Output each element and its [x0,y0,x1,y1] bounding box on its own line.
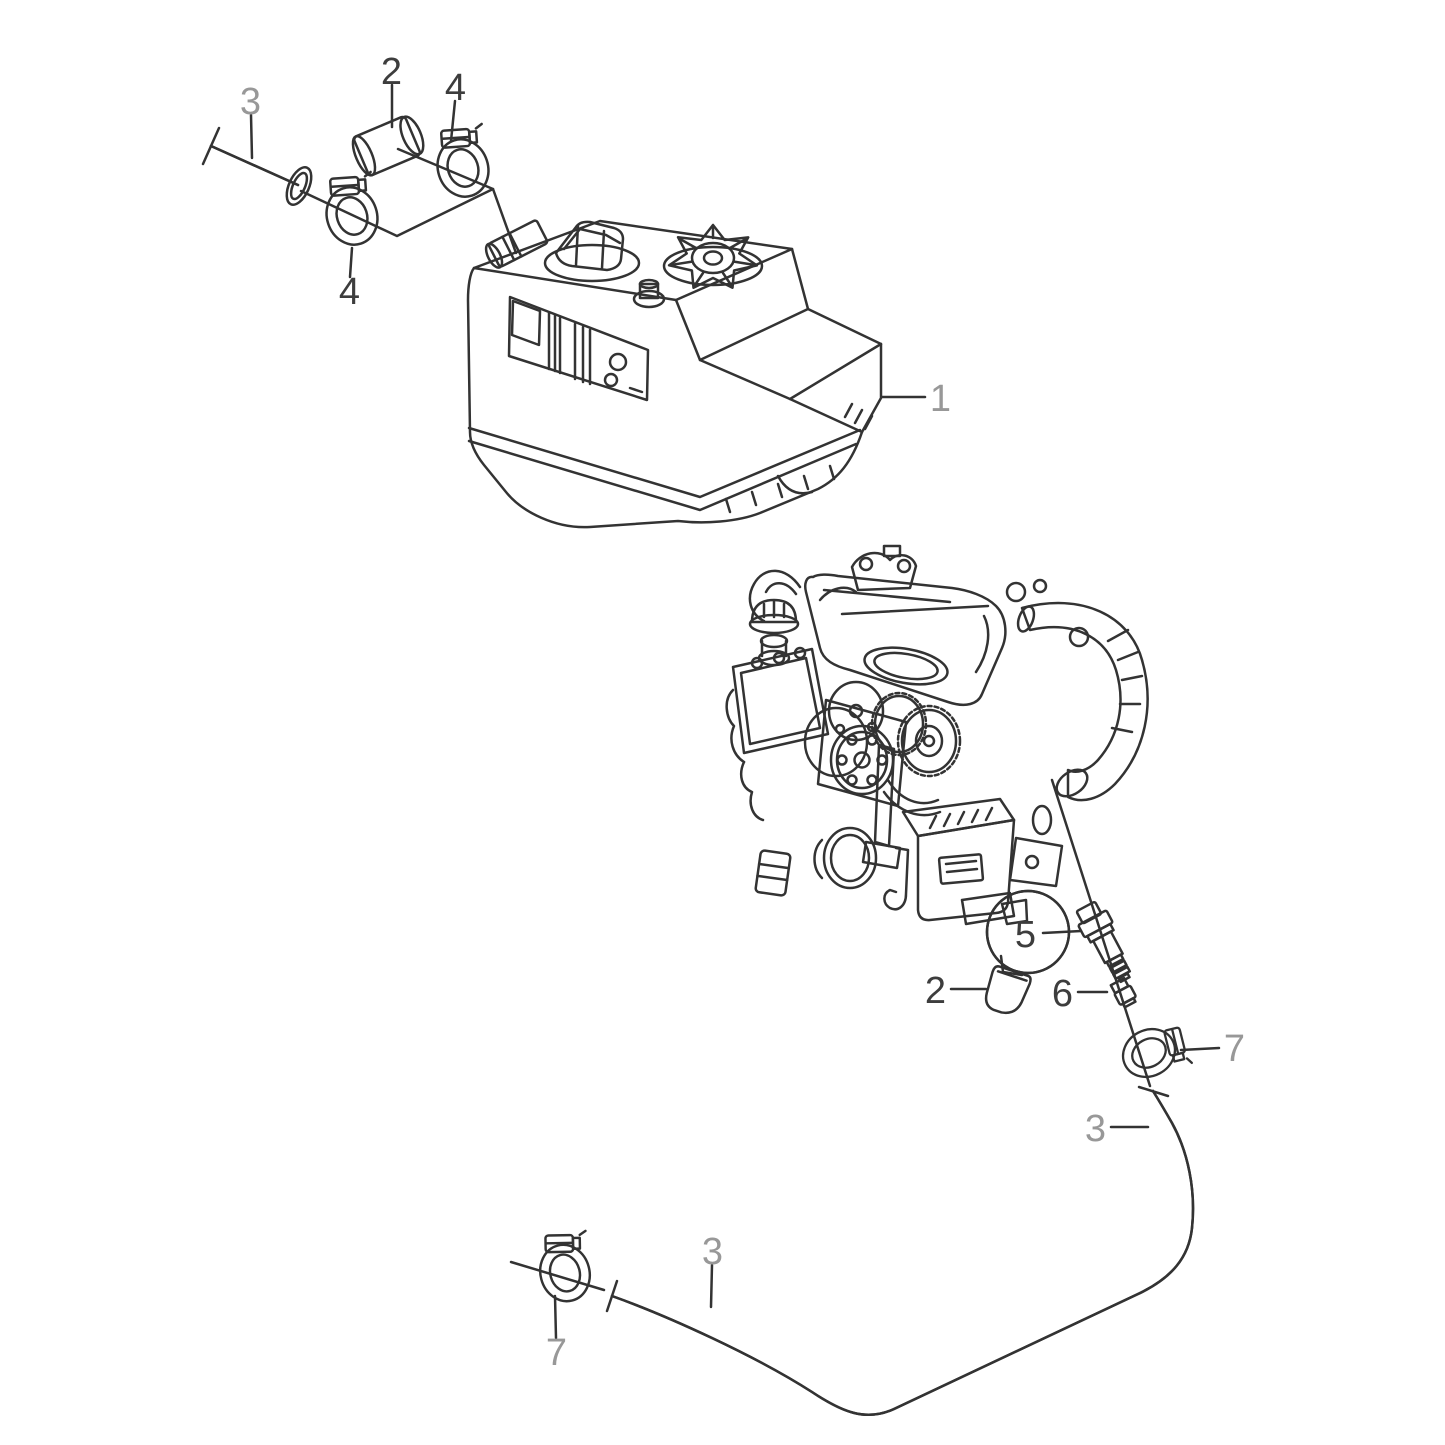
callout-6[interactable]: 6 [1052,973,1074,1015]
leader-7-right [1179,1046,1221,1052]
callout-3-bottom[interactable]: 3 [702,1231,724,1273]
callout-4-left[interactable]: 4 [339,271,361,313]
part-hose-main [605,1085,1195,1417]
tank-product-label [507,295,650,402]
part-small-fitting [1109,976,1137,1009]
leader-7-bottom [553,1294,558,1340]
callout-1-tank[interactable]: 1 [930,378,952,420]
part-clamp-bottom [528,1220,604,1309]
callouts: 3 2 4 4 1 5 2 6 7 3 3 7 [240,51,1246,1374]
leader-4-left [348,246,354,279]
leader-3-top-left [249,113,254,160]
leader-4-top [449,99,457,143]
part-sleeve-top [351,115,425,177]
callout-3-top-left[interactable]: 3 [240,81,262,123]
callout-2-cap[interactable]: 2 [925,970,947,1012]
part-fitting-highlighted [1075,900,1132,984]
leader-3-bottom [709,1263,714,1309]
tank-pressure-cap [662,223,764,289]
callout-4-top[interactable]: 4 [445,67,467,109]
part-expansion-tank [466,219,883,529]
callout-7-right[interactable]: 7 [1224,1028,1246,1070]
engine-assembly [725,544,1149,926]
part-hose-top [201,126,313,206]
part-clamp-left [312,161,393,253]
callout-5-highlight[interactable]: 5 [1015,914,1037,956]
assembly-alignment-lines [299,147,1152,1292]
part-clamp-right [1113,1011,1202,1093]
tank-hex-nipple [632,278,666,309]
tank-cap-small [543,220,641,283]
leader-5-highlight [1041,929,1083,935]
callout-3-right[interactable]: 3 [1085,1108,1107,1150]
callout-2-top[interactable]: 2 [381,51,403,93]
callout-7-bottom[interactable]: 7 [546,1332,568,1374]
